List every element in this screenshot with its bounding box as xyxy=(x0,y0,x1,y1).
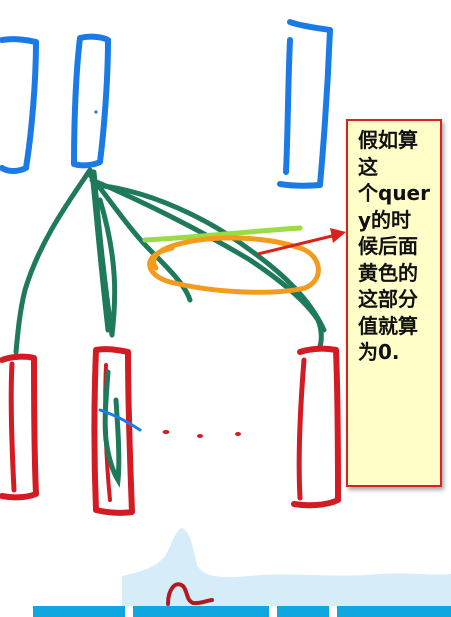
bottom-bar-segment-3 xyxy=(277,606,329,617)
wave-red-scribble xyxy=(166,582,214,606)
query-block-middle xyxy=(71,33,111,169)
value-block-middle xyxy=(91,346,135,516)
highlight-green-stroke xyxy=(142,225,303,243)
annotation-text: 假如算 这 个query的时 候后面 黄色的 这部分 值就算 为0. xyxy=(358,128,430,364)
value-scribble xyxy=(102,369,122,488)
annotation-callout: 假如算 这 个query的时 候后面 黄色的 这部分 值就算 为0. xyxy=(346,119,442,487)
value-block-left xyxy=(0,353,39,501)
value-scribble-blue xyxy=(98,408,142,432)
bottom-bar-segment-2 xyxy=(133,606,269,617)
bottom-bar-segment-4 xyxy=(337,606,451,617)
highlight-orange-circle xyxy=(147,235,321,295)
value-block-right xyxy=(291,345,341,509)
query-block-left xyxy=(0,36,39,174)
bottom-bar-segment-1 xyxy=(33,606,125,617)
background-wave xyxy=(122,528,451,606)
ellipsis-dots xyxy=(162,430,241,438)
value-block-left-inner xyxy=(8,361,17,493)
query-block-right xyxy=(277,19,333,189)
query-block-right-inner xyxy=(283,37,293,175)
callout-arrow xyxy=(257,228,346,256)
query-dot xyxy=(94,110,98,114)
attention-lines xyxy=(13,167,327,355)
value-block-right-inner xyxy=(296,357,307,501)
